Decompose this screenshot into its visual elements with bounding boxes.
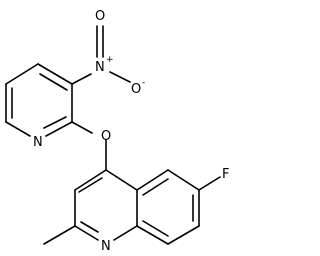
bond-q-c5-c6 xyxy=(167,169,200,191)
atom-o-nitro-right: O xyxy=(131,82,141,97)
bond-q-c4a-c5-double xyxy=(142,178,169,196)
charge-n-nitro: + xyxy=(106,55,114,65)
atom-n-nitro: N xyxy=(95,60,105,75)
atom-labels: N + O O - N O F N xyxy=(33,9,229,254)
bond-q-c7-c8 xyxy=(167,225,200,245)
bond-q-c2-n1 xyxy=(74,225,99,241)
charge-o-nitro-right: - xyxy=(142,78,145,88)
bond-q-n1-c8a xyxy=(113,225,138,241)
bond-q-c8-c8a xyxy=(136,225,169,245)
bond-c6-f xyxy=(198,176,221,191)
bond-q-c4a-c4 xyxy=(105,169,138,191)
bond-pyr-c4-c5 xyxy=(5,63,39,85)
bond-c2-o-ether xyxy=(71,121,93,134)
bond-pyr-c3-c4-double xyxy=(39,73,68,91)
atom-f: F xyxy=(222,167,229,182)
atom-n-quinoline: N xyxy=(101,239,111,254)
bond-n-o-right xyxy=(109,71,131,83)
bond-q-c8-c8a-double xyxy=(142,220,169,237)
atom-n-pyridine: N xyxy=(33,135,43,150)
bond-pyr-c6-n1 xyxy=(5,121,31,137)
bond-q-c4-c3 xyxy=(74,169,107,191)
bond-q-c4-c3-double xyxy=(78,177,103,193)
bonds xyxy=(5,25,221,245)
bond-pyr-c3-c4 xyxy=(37,63,73,85)
bond-c3-n-nitro xyxy=(71,73,92,85)
bond-q-c2-n1-double xyxy=(80,221,99,233)
chemical-structure-diagram: N + O O - N O F N xyxy=(5,9,229,254)
bond-pyr-n1-c2-double xyxy=(43,116,67,129)
atom-o-ether: O xyxy=(101,129,111,144)
bond-pyr-n1-c2 xyxy=(45,121,73,137)
atom-o-nitro-top: O xyxy=(95,9,105,24)
bond-q-c4a-c5 xyxy=(136,169,169,191)
bond-methyl xyxy=(43,225,76,245)
